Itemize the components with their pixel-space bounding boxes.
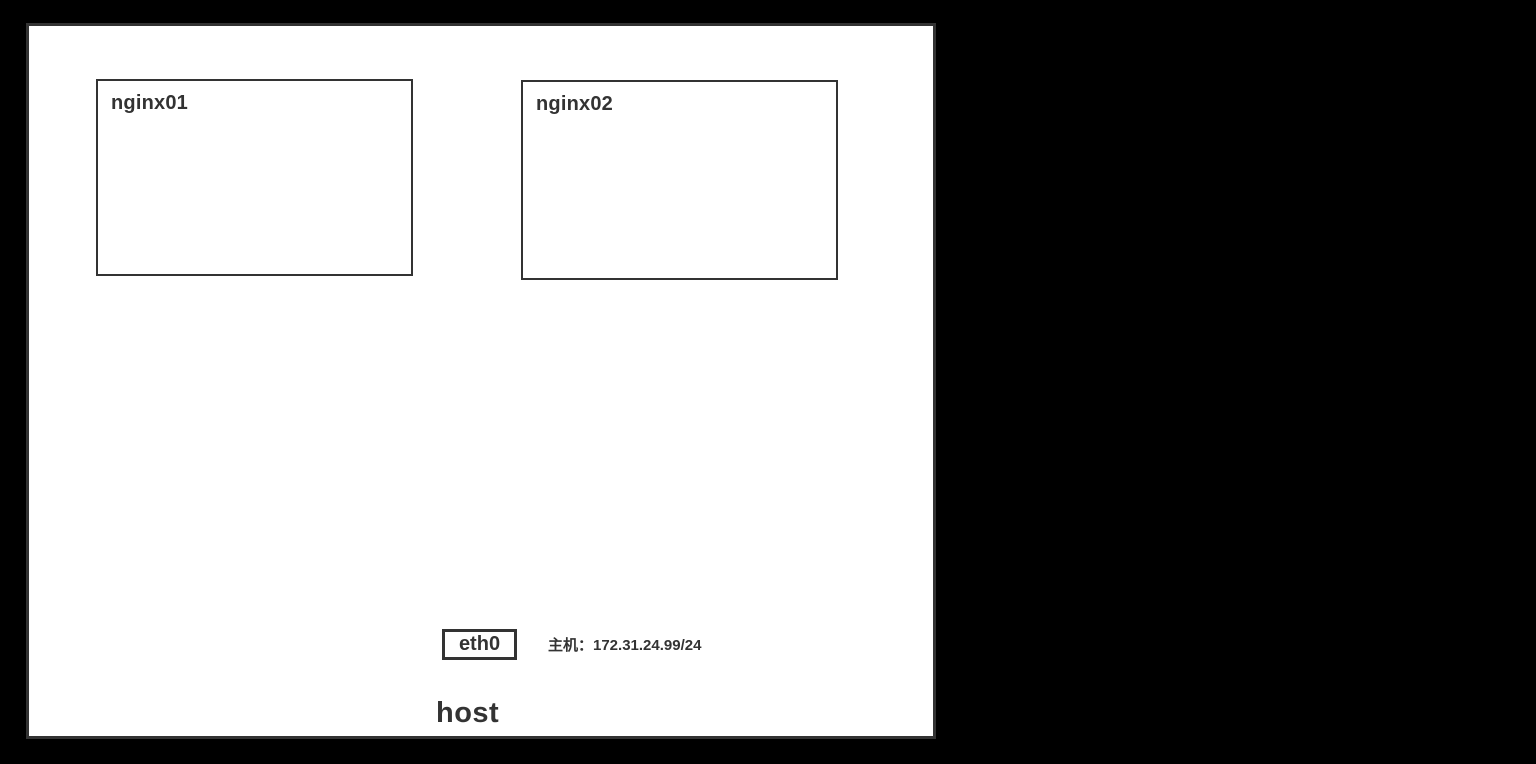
container-box-nginx01: nginx01 [96, 79, 413, 276]
container-label-nginx02: nginx02 [536, 93, 613, 115]
host-title: host [436, 697, 500, 729]
interface-box-eth0: eth0 [442, 629, 517, 660]
container-label-nginx01: nginx01 [111, 92, 188, 114]
interface-label-eth0: eth0 [458, 633, 501, 655]
host-ip-annotation: 主机：172.31.24.99/24 [548, 637, 702, 654]
diagram-canvas: nginx01 nginx02 eth0 主机：172.31.24.99/24 … [26, 23, 936, 739]
container-box-nginx02: nginx02 [521, 80, 838, 280]
